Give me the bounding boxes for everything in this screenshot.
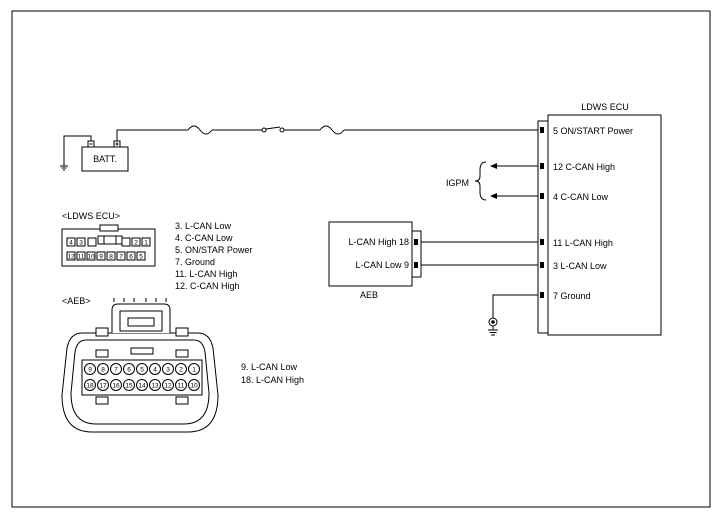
aeb-legend-line: 18. L-CAN High <box>241 375 304 385</box>
connector-pin: 14 <box>138 383 146 390</box>
connector-pin: 10 <box>87 254 95 261</box>
connector-pin-socket <box>162 363 174 375</box>
connector-pin-socket <box>175 379 187 391</box>
ldws-connector-title: <LDWS ECU> <box>62 211 120 221</box>
connector-pin-socket <box>175 363 187 375</box>
ldws-legend-line: 11. L-CAN High <box>175 269 237 279</box>
aeb-pin-label: L-CAN High 18 <box>348 237 409 247</box>
ldws-legend-line: 7. Ground <box>175 257 215 267</box>
fuse-icon <box>187 125 213 135</box>
connector-pin: 17 <box>99 383 107 390</box>
connector-pin: 11 <box>178 383 185 390</box>
connector-pin: 3 <box>166 367 170 374</box>
arrow-left-icon <box>490 193 497 199</box>
ldws-ecu: LDWS ECU 5 ON/START Power 12 C-CAN High … <box>488 102 662 336</box>
connector-pin-socket <box>84 379 96 391</box>
connector-pin-socket <box>162 379 174 391</box>
aeb-title: AEB <box>360 290 378 300</box>
connector-pin-socket <box>84 363 96 375</box>
connector-pin: 4 <box>153 367 157 374</box>
igpm: IGPM <box>446 161 487 201</box>
battery-ground-icon <box>60 165 68 171</box>
connector-pin: 8 <box>101 367 105 374</box>
connector-pin-socket <box>116 251 126 261</box>
connector-pin: 6 <box>129 254 133 261</box>
connector-pin: 5 <box>139 254 143 261</box>
connector-pin: 12 <box>164 383 172 390</box>
connector-pin-socket <box>110 363 122 375</box>
battery-label: BATT. <box>93 154 117 164</box>
connector-pin-socket <box>110 379 122 391</box>
connector-pin: 7 <box>114 367 118 374</box>
ground-icon <box>488 317 498 336</box>
connector-pin: 9 <box>99 254 103 261</box>
battery-circuit: BATT. <box>60 125 538 172</box>
ldws-legend-line: 3. L-CAN Low <box>175 221 232 231</box>
connector-pin: 15 <box>125 383 133 390</box>
ecu-pin-label: 3 L-CAN Low <box>553 261 607 271</box>
connector-pin-socket <box>97 379 109 391</box>
connector-pin-socket <box>149 379 161 391</box>
battery-box <box>81 146 129 172</box>
aeb-connector-title: <AEB> <box>62 296 91 306</box>
aeb-connector-view: <AEB> 9 8 7 6 5 4 3 2 1 18 17 16 15 14 13 12 11 10 9. L-… <box>61 296 304 433</box>
aeb-connector-strip <box>411 230 422 278</box>
connector-pin: 13 <box>151 383 159 390</box>
connector-pin-socket <box>123 379 135 391</box>
connector-pin: 2 <box>134 240 138 247</box>
connector-pin-socket <box>96 251 106 261</box>
ecu-connector-strip <box>537 120 549 334</box>
igpm-label: IGPM <box>446 178 469 188</box>
connector-pin-socket <box>126 251 136 261</box>
connector-pin: 8 <box>109 254 113 261</box>
brace-icon <box>474 161 487 201</box>
aeb-pin-label: L-CAN Low 9 <box>355 260 409 270</box>
connector-pin-socket <box>136 363 148 375</box>
connector-pin-socket <box>66 251 76 261</box>
ecu-box <box>547 114 662 336</box>
fuse-icon <box>319 125 345 135</box>
aeb-box <box>328 221 413 287</box>
connector-pin-socket <box>123 363 135 375</box>
ldws-legend-line: 5. ON/STAR Power <box>175 245 252 255</box>
connector-pin: 12 <box>67 254 75 261</box>
connector-pin: 2 <box>179 367 183 374</box>
connector-pin: 18 <box>86 383 94 390</box>
ecu-pin-label: 11 L-CAN High <box>553 238 613 248</box>
connector-pin-socket <box>86 251 96 261</box>
ldws-legend-line: 4. C-CAN Low <box>175 233 233 243</box>
connector-pin-socket <box>188 363 200 375</box>
connector-pin-socket <box>76 251 86 261</box>
connector-pin: 7 <box>119 254 123 261</box>
connector-pin: 1 <box>192 367 196 374</box>
ecu-title: LDWS ECU <box>581 102 629 112</box>
arrow-left-icon <box>490 163 497 169</box>
aeb-module: AEB L-CAN High 18 L-CAN Low 9 <box>328 221 538 300</box>
diagram-border <box>11 10 711 508</box>
connector-pin: 1 <box>144 240 148 247</box>
aeb-legend-line: 9. L-CAN Low <box>241 362 298 372</box>
connector-pin: 9 <box>88 367 92 374</box>
connector-pin: 10 <box>190 383 198 390</box>
connector-pin-socket <box>188 379 200 391</box>
connector-pin-socket <box>136 379 148 391</box>
ldws-legend-line: 12. C-CAN High <box>175 281 240 291</box>
connector-pin-socket <box>97 363 109 375</box>
connector-pin: 6 <box>127 367 131 374</box>
ecu-pin-label: 7 Ground <box>553 291 591 301</box>
connector-pin-socket <box>149 363 161 375</box>
connector-pin-socket <box>106 251 116 261</box>
ecu-pin-label: 5 ON/START Power <box>553 126 633 136</box>
connector-pin: 16 <box>112 383 120 390</box>
ignition-switch-icon <box>261 126 285 133</box>
connector-pin: 4 <box>69 240 73 247</box>
connector-pin: 3 <box>79 240 83 247</box>
ecu-pin-label: 12 C-CAN High <box>553 162 615 172</box>
connector-pin: 11 <box>78 254 85 261</box>
ecu-pin-label: 4 C-CAN Low <box>553 192 609 202</box>
connector-pin-socket <box>136 251 146 261</box>
connector-pin: 5 <box>140 367 144 374</box>
